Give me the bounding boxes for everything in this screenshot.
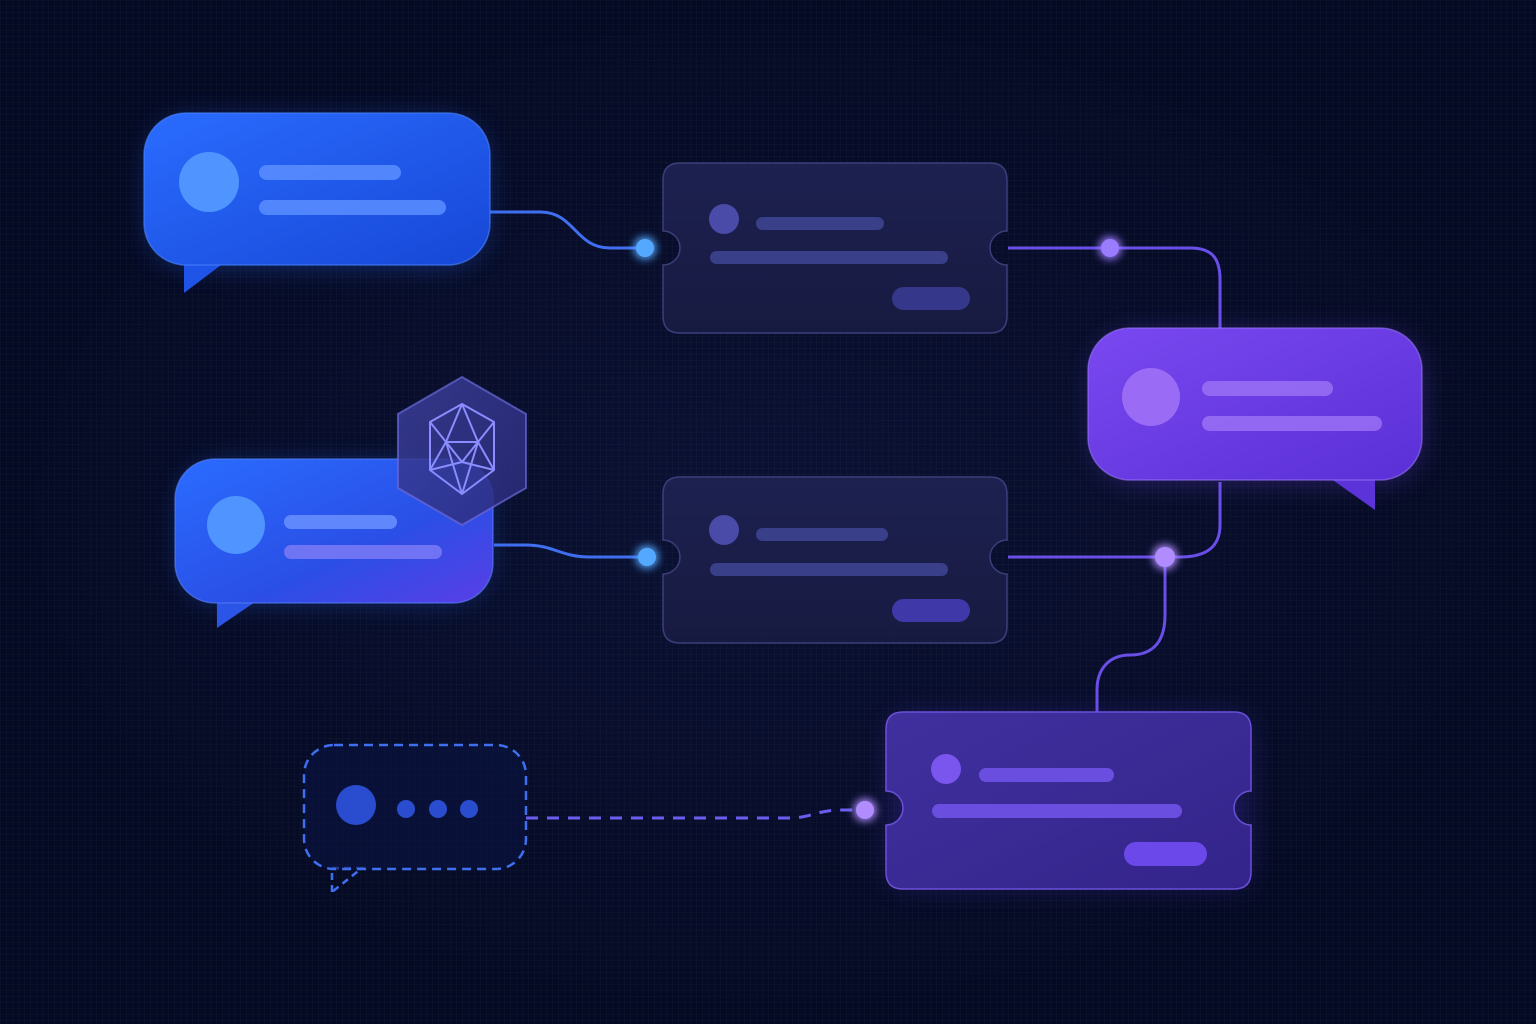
placeholder-line — [284, 545, 442, 559]
avatar — [336, 785, 376, 825]
placeholder-line — [1202, 381, 1333, 396]
response-card-3[interactable] — [885, 711, 1252, 890]
typing-dots-icon — [397, 800, 478, 818]
node-blue — [638, 548, 656, 566]
placeholder-line — [1202, 416, 1382, 431]
message-bubble-violet[interactable] — [1087, 327, 1423, 510]
geodesic-hexagon-icon — [397, 375, 527, 527]
placeholder-line — [710, 563, 948, 576]
avatar — [179, 152, 239, 212]
message-bubble-1[interactable] — [143, 112, 491, 293]
placeholder-line — [979, 768, 1114, 782]
connector-nodes — [636, 239, 1175, 819]
response-card-2[interactable] — [662, 476, 1008, 644]
placeholder-line — [710, 251, 948, 264]
avatar — [207, 496, 265, 554]
response-card-1[interactable] — [662, 162, 1008, 334]
node-violet — [856, 801, 874, 819]
avatar — [709, 204, 739, 234]
connectors — [490, 210, 1222, 820]
placeholder-line — [259, 200, 446, 215]
avatar — [709, 515, 739, 545]
connector-junction-card3 — [1095, 557, 1167, 712]
connector-bubble1-card1 — [490, 210, 645, 250]
placeholder-line — [756, 528, 888, 541]
message-bubble-2[interactable] — [174, 458, 494, 628]
action-pill[interactable] — [892, 287, 970, 310]
connector-typing-card3-dashed — [526, 808, 864, 820]
node-junction — [1155, 547, 1175, 567]
placeholder-line — [932, 804, 1182, 818]
connector-violet-bubble-junction — [1165, 482, 1222, 559]
connector-card1-bubble-violet — [1008, 246, 1222, 328]
avatar — [931, 754, 961, 784]
avatar — [1122, 368, 1180, 426]
placeholder-line — [259, 165, 401, 180]
action-pill[interactable] — [892, 599, 970, 622]
placeholder-line — [756, 217, 884, 230]
connector-bubble2-card2 — [494, 543, 646, 559]
typing-indicator-bubble — [302, 743, 528, 895]
placeholder-line — [284, 515, 397, 529]
action-pill[interactable] — [1124, 842, 1207, 866]
node-violet — [1101, 239, 1119, 257]
node-blue — [636, 239, 654, 257]
